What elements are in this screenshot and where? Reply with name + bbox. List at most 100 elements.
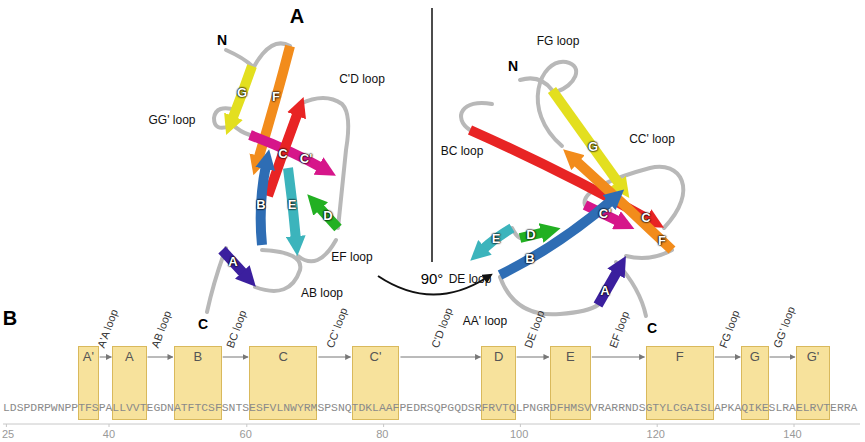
loop-label: BC loop xyxy=(224,308,250,349)
strand-label: C' xyxy=(300,152,312,167)
strand-label: G xyxy=(588,140,598,155)
axis-tick xyxy=(794,424,795,427)
loop-label: BC loop xyxy=(441,145,484,159)
axis-tick xyxy=(6,424,7,427)
sequence-text: LDSPDRPWNPPTFSPALLVVTEGDNATFTCSFSNTSESFV… xyxy=(3,402,857,415)
strand-label: F xyxy=(272,90,280,105)
loop-label: DE loop xyxy=(522,308,548,349)
loop-label: CC' loop xyxy=(323,305,350,349)
loop-label: AB loop xyxy=(301,287,343,301)
coil xyxy=(300,98,348,228)
panel-letter: A xyxy=(290,5,304,28)
axis-tick xyxy=(109,424,110,427)
residue-number: 60 xyxy=(240,428,252,441)
strand-name: B xyxy=(175,350,221,364)
coil xyxy=(616,262,646,316)
axis-tick xyxy=(520,424,521,427)
residue-number: 120 xyxy=(647,428,665,441)
residue-number: 80 xyxy=(376,428,388,441)
axis-line xyxy=(3,424,860,425)
loop-connector xyxy=(517,357,549,358)
coil xyxy=(232,124,250,135)
loop-label: AB loop xyxy=(149,309,174,350)
strand-label: A xyxy=(228,255,237,270)
loop-connector xyxy=(318,357,350,358)
loop-label: A'A loop xyxy=(94,307,120,349)
loop-connector xyxy=(100,357,112,358)
divider-line xyxy=(431,8,433,262)
panel-letter: B xyxy=(3,307,17,330)
coil xyxy=(298,240,336,261)
loop-label: GG' loop xyxy=(771,304,798,349)
loop-label: C'D loop xyxy=(429,305,456,349)
terminus-label: C xyxy=(647,320,657,336)
strand-a xyxy=(222,250,245,275)
strand-name: G xyxy=(742,350,767,364)
strand-name: C' xyxy=(353,350,399,364)
strand-label: C xyxy=(278,147,287,162)
axis-tick xyxy=(383,424,384,427)
loop-label: FG loop xyxy=(537,35,580,49)
strand-label: B xyxy=(256,198,265,213)
loop-label: EF loop xyxy=(607,309,632,349)
strand-name: A' xyxy=(79,350,98,364)
loop-connector xyxy=(400,357,480,358)
coil xyxy=(626,250,672,258)
residue-number: 40 xyxy=(103,428,115,441)
axis-tick xyxy=(657,424,658,427)
coil xyxy=(520,78,552,90)
strand-label: B xyxy=(525,252,534,267)
terminus-label: C xyxy=(198,316,208,332)
strand-f xyxy=(575,160,672,250)
strand-label: A xyxy=(600,284,609,299)
coil xyxy=(255,250,300,291)
strands-left xyxy=(222,46,338,275)
strand-name: G' xyxy=(797,350,829,364)
strand-name: C xyxy=(250,350,316,364)
loop-label: CC' loop xyxy=(629,133,675,147)
loop-connector xyxy=(148,357,173,358)
terminus-label: N xyxy=(508,58,518,74)
rotation-angle: 90° xyxy=(421,270,444,287)
coil xyxy=(461,103,492,130)
coil-right xyxy=(461,62,683,316)
strand-name: A xyxy=(113,350,145,364)
loop-label: GG' loop xyxy=(149,114,196,128)
strand-name: E xyxy=(551,350,590,364)
strand-label: F xyxy=(658,234,666,249)
strand-g xyxy=(232,66,252,120)
residue-number: 140 xyxy=(783,428,801,441)
strands-right xyxy=(470,90,672,305)
residue-number: 100 xyxy=(510,428,528,441)
loop-label: AA' loop xyxy=(463,315,507,329)
strand-e xyxy=(288,168,296,240)
loop-label: FG loop xyxy=(716,308,742,349)
strand-label: E xyxy=(288,198,297,213)
coil-left xyxy=(207,43,348,312)
axis-tick xyxy=(246,424,247,427)
loop-connector xyxy=(770,357,795,358)
coil xyxy=(500,277,598,314)
loop-label: C'D loop xyxy=(339,73,385,87)
strand-label: C' xyxy=(599,207,611,222)
residue-axis xyxy=(3,424,860,427)
strand-label: D xyxy=(526,228,535,243)
strand-name: F xyxy=(647,350,713,364)
loop-connector xyxy=(592,357,645,358)
strand-label: G xyxy=(237,86,247,101)
coil xyxy=(226,50,252,66)
strand-label: D xyxy=(323,209,332,224)
terminus-label: N xyxy=(217,32,227,48)
strand-label: C xyxy=(641,211,650,226)
strand-label: E xyxy=(492,232,501,247)
strand-a xyxy=(598,270,618,305)
loop-label: EF loop xyxy=(331,251,372,265)
loop-connector xyxy=(715,357,740,358)
strand-b xyxy=(500,200,612,275)
loop-connector xyxy=(223,357,248,358)
strand-d xyxy=(318,206,338,228)
residue-number: 25 xyxy=(2,428,14,441)
loop-label: DE loop xyxy=(449,273,492,287)
